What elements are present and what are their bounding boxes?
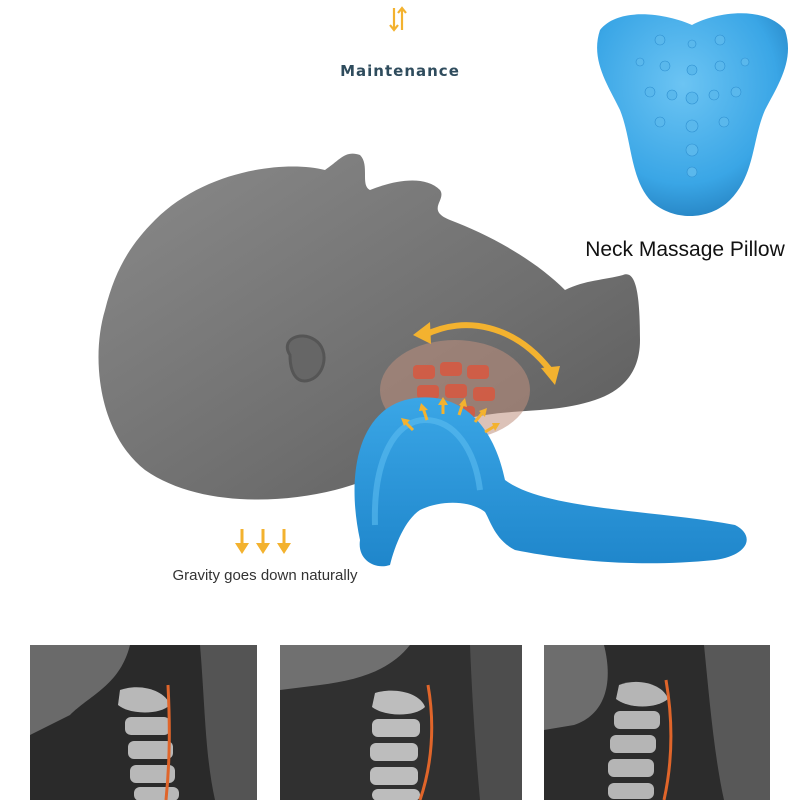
maintenance-label: Maintenance: [340, 62, 460, 80]
vertical-double-arrow-icon: [389, 6, 407, 32]
head-on-pillow-illustration: [98, 153, 747, 567]
gravity-label: Gravity goes down naturally: [172, 567, 358, 584]
cervical-xray-before: [30, 645, 257, 800]
cervical-xray-middle: [280, 645, 522, 800]
neck-pillow-product: [354, 397, 747, 567]
movement-arrow: [413, 322, 560, 385]
neck-pillow-icon: [597, 13, 789, 217]
head-silhouette: [98, 153, 640, 500]
gravity-down-arrows-icon: [235, 529, 291, 554]
cervical-xray-after: [544, 645, 770, 800]
support-arrows: [401, 397, 500, 434]
product-label: Neck Massage Pillow: [585, 238, 785, 261]
